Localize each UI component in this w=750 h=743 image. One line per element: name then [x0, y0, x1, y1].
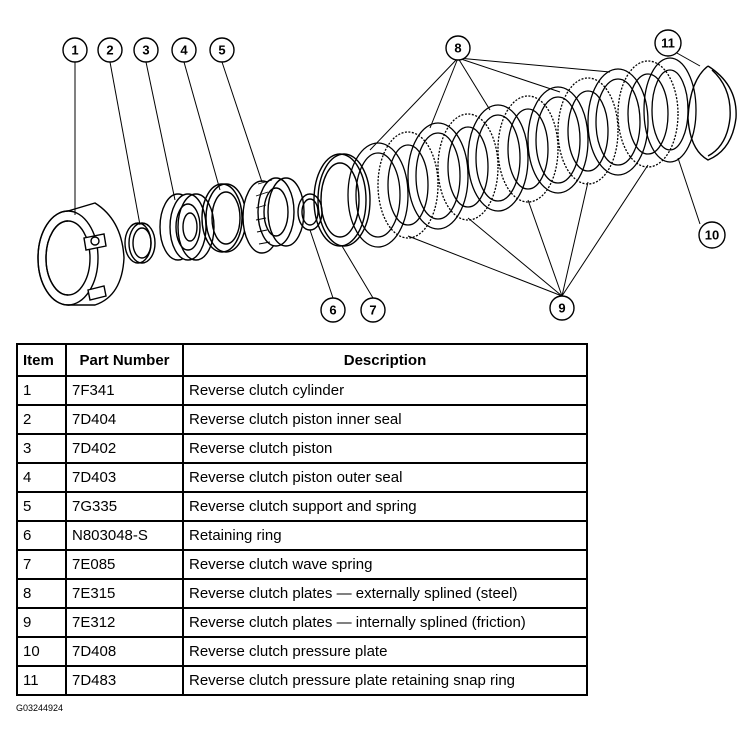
svg-text:3: 3	[142, 43, 149, 58]
cell-item: 4	[16, 462, 67, 493]
cell-description: Reverse clutch support and spring	[182, 491, 588, 522]
snap-ring-drawing	[687, 65, 737, 161]
callout-2: 2	[97, 37, 123, 63]
cell-description: Reverse clutch piston inner seal	[182, 404, 588, 435]
svg-text:10: 10	[705, 228, 719, 243]
svg-text:5: 5	[218, 43, 225, 58]
cell-part-number: 7G335	[65, 491, 184, 522]
reverse-clutch-piston-drawing	[159, 193, 215, 261]
cell-item: 10	[16, 636, 67, 667]
svg-text:11: 11	[661, 36, 675, 51]
cell-part-number: 7D404	[65, 404, 184, 435]
callout-11: 11	[654, 29, 682, 57]
cell-part-number: 7D408	[65, 636, 184, 667]
cell-description: Reverse clutch piston outer seal	[182, 462, 588, 493]
callout-1: 1	[62, 37, 88, 63]
exploded-view-diagram: 1 2 3 4 5 6 7 8 9 10 11	[37, 29, 737, 323]
cell-item: 5	[16, 491, 67, 522]
callout-3: 3	[133, 37, 159, 63]
cell-item: 7	[16, 549, 67, 580]
cell-description: Reverse clutch cylinder	[182, 375, 588, 406]
svg-text:6: 6	[329, 303, 336, 318]
table-header-row: Item Part Number Description	[16, 343, 588, 377]
cell-part-number: 7E085	[65, 549, 184, 580]
cell-description: Reverse clutch pressure plate retaining …	[182, 665, 588, 696]
figure-reference: G03244924	[16, 703, 64, 713]
cell-description: Retaining ring	[182, 520, 588, 551]
cell-part-number: 7F341	[65, 375, 184, 406]
callout-6: 6	[320, 297, 346, 323]
svg-text:1: 1	[71, 43, 78, 58]
cell-item: 1	[16, 375, 67, 406]
piston-outer-seal-drawing	[201, 183, 247, 253]
leader-lines	[74, 47, 701, 299]
wave-spring-drawing	[313, 153, 371, 247]
cell-part-number: 7D403	[65, 462, 184, 493]
reverse-clutch-cylinder-drawing	[37, 202, 125, 306]
cell-item: 9	[16, 607, 67, 638]
header-item: Item	[16, 343, 67, 377]
callout-10: 10	[698, 221, 726, 249]
clutch-plate-stack-drawing	[347, 57, 697, 248]
svg-text:2: 2	[106, 43, 113, 58]
cell-item: 3	[16, 433, 67, 464]
header-part-number: Part Number	[65, 343, 184, 377]
cell-description: Reverse clutch plates — internally splin…	[182, 607, 588, 638]
cell-description: Reverse clutch wave spring	[182, 549, 588, 580]
cell-item: 2	[16, 404, 67, 435]
cell-item: 11	[16, 665, 67, 696]
callout-4: 4	[171, 37, 197, 63]
header-description: Description	[182, 343, 588, 377]
svg-text:7: 7	[369, 303, 376, 318]
cell-part-number: 7D483	[65, 665, 184, 696]
cell-item: 8	[16, 578, 67, 609]
cell-part-number: 7E315	[65, 578, 184, 609]
callout-7: 7	[360, 297, 386, 323]
support-and-spring-drawing	[242, 177, 305, 254]
callout-9: 9	[549, 295, 575, 321]
cell-part-number: N803048-S	[65, 520, 184, 551]
callout-8: 8	[445, 35, 471, 61]
svg-text:8: 8	[454, 41, 461, 56]
callout-5: 5	[209, 37, 235, 63]
cell-description: Reverse clutch piston	[182, 433, 588, 464]
piston-inner-seal-drawing	[124, 222, 156, 264]
cell-description: Reverse clutch pressure plate	[182, 636, 588, 667]
cell-item: 6	[16, 520, 67, 551]
svg-text:9: 9	[558, 301, 565, 316]
cell-part-number: 7D402	[65, 433, 184, 464]
svg-text:4: 4	[180, 43, 188, 58]
cell-part-number: 7E312	[65, 607, 184, 638]
cell-description: Reverse clutch plates — externally splin…	[182, 578, 588, 609]
